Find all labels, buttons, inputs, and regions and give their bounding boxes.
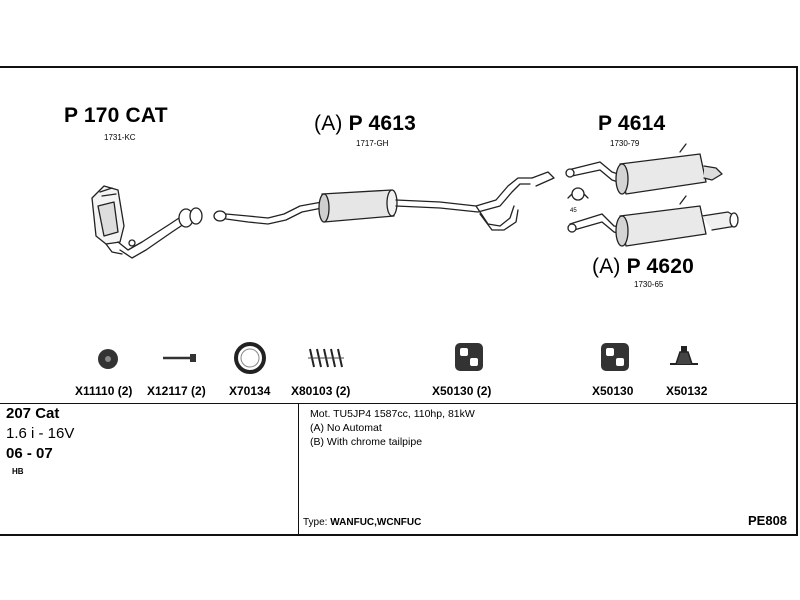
part-code-middle-silencer: (A) P 4613 (314, 112, 416, 136)
column-divider (298, 403, 299, 536)
prefix-a: (A) (314, 112, 343, 135)
note-automat: (A) No Automat (310, 422, 382, 434)
part-code-value: P 4620 (626, 255, 695, 278)
part-code-rear-silencer-chrome: (A) P 4620 (592, 255, 694, 279)
ref-code-rear-silencer-chrome: 1730-65 (634, 280, 664, 289)
catalyst-drawing (91, 185, 203, 259)
type-line: Type: WANFUC,WCNFUC (303, 517, 421, 528)
type-value: WANFUC,WCNFUC (330, 517, 422, 528)
rubber-hanger-icon (601, 343, 629, 371)
vehicle-years: 06 - 07 (6, 445, 53, 462)
accessory-label: X70134 (229, 384, 271, 398)
part-code-value: P 4613 (348, 112, 417, 135)
rear-silencer-drawing (565, 143, 723, 195)
diagram-sheet (0, 66, 798, 536)
note-engine: Mot. TU5JP4 1587cc, 110hp, 81kW (310, 408, 475, 420)
accessory-label: X80103 (2) (291, 384, 351, 398)
clamp-drawing (567, 187, 589, 201)
rear-silencer-chrome-drawing (567, 195, 739, 247)
accessory-label: X12117 (2) (147, 384, 206, 398)
clamp-size-label: 45 (570, 208, 577, 214)
middle-silencer-drawing (213, 171, 555, 231)
section-divider (0, 403, 796, 404)
rubber-mount-icon (98, 349, 118, 369)
ref-code-middle-silencer: 1717-GH (356, 139, 389, 148)
note-chrome: (B) With chrome tailpipe (310, 436, 423, 448)
prefix-a: (A) (592, 255, 621, 278)
accessory-label: X11110 (2) (75, 384, 133, 398)
vehicle-body: HB (12, 467, 24, 476)
bracket-mount-icon (670, 346, 698, 365)
accessory-label: X50130 (592, 384, 634, 398)
accessory-label: X50132 (666, 384, 708, 398)
spring-icon (308, 348, 344, 368)
vehicle-model: 207 Cat (6, 405, 60, 422)
part-code-catalyst: P 170 CAT (64, 104, 168, 127)
bolt-icon (163, 354, 196, 362)
ref-code-rear-silencer: 1730-79 (610, 139, 640, 148)
rubber-hanger-icon (455, 343, 483, 371)
ref-code-catalyst: 1731-KC (104, 133, 136, 142)
part-code-rear-silencer: P 4614 (598, 112, 666, 135)
exhaust-system-drawing: 45 (91, 143, 739, 259)
vehicle-engine: 1.6 i - 16V (6, 425, 75, 442)
accessory-label: X50130 (2) (432, 384, 492, 398)
type-label: Type: (303, 517, 328, 528)
gasket-ring-icon (234, 342, 266, 374)
diagram-id: PE808 (748, 513, 788, 528)
